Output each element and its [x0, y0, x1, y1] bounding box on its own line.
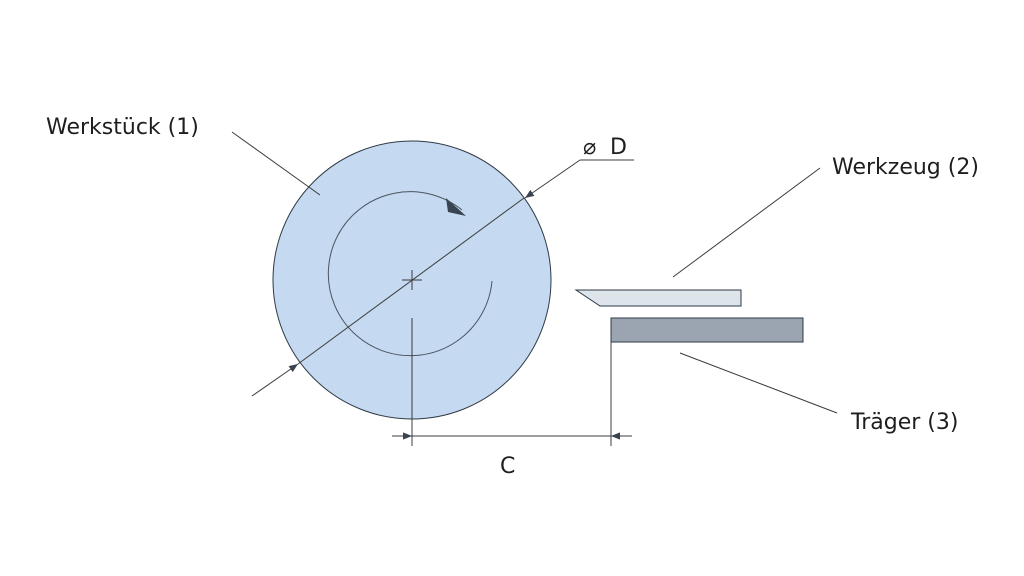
c-label: C: [500, 454, 515, 479]
carrier-bar: [610, 317, 804, 343]
workpiece-leader: [231, 131, 321, 196]
tool-label: Werkzeug (2): [832, 155, 979, 180]
diameter-line: [297, 197, 525, 365]
diameter-arrow-lower: [251, 363, 299, 397]
diameter-label: D: [610, 135, 627, 160]
workpiece-label: Werkstück (1): [46, 115, 199, 140]
tool-leader: [672, 167, 821, 278]
diameter-symbol: ⌀: [583, 135, 596, 160]
carrier-leader: [679, 352, 838, 414]
rotation-arrowhead: [446, 198, 466, 216]
carrier-label: Träger (3): [850, 410, 958, 435]
diameter-arrow-upper: [524, 159, 581, 199]
rotation-arrow: [327, 191, 493, 357]
tool-blade: [574, 289, 742, 307]
